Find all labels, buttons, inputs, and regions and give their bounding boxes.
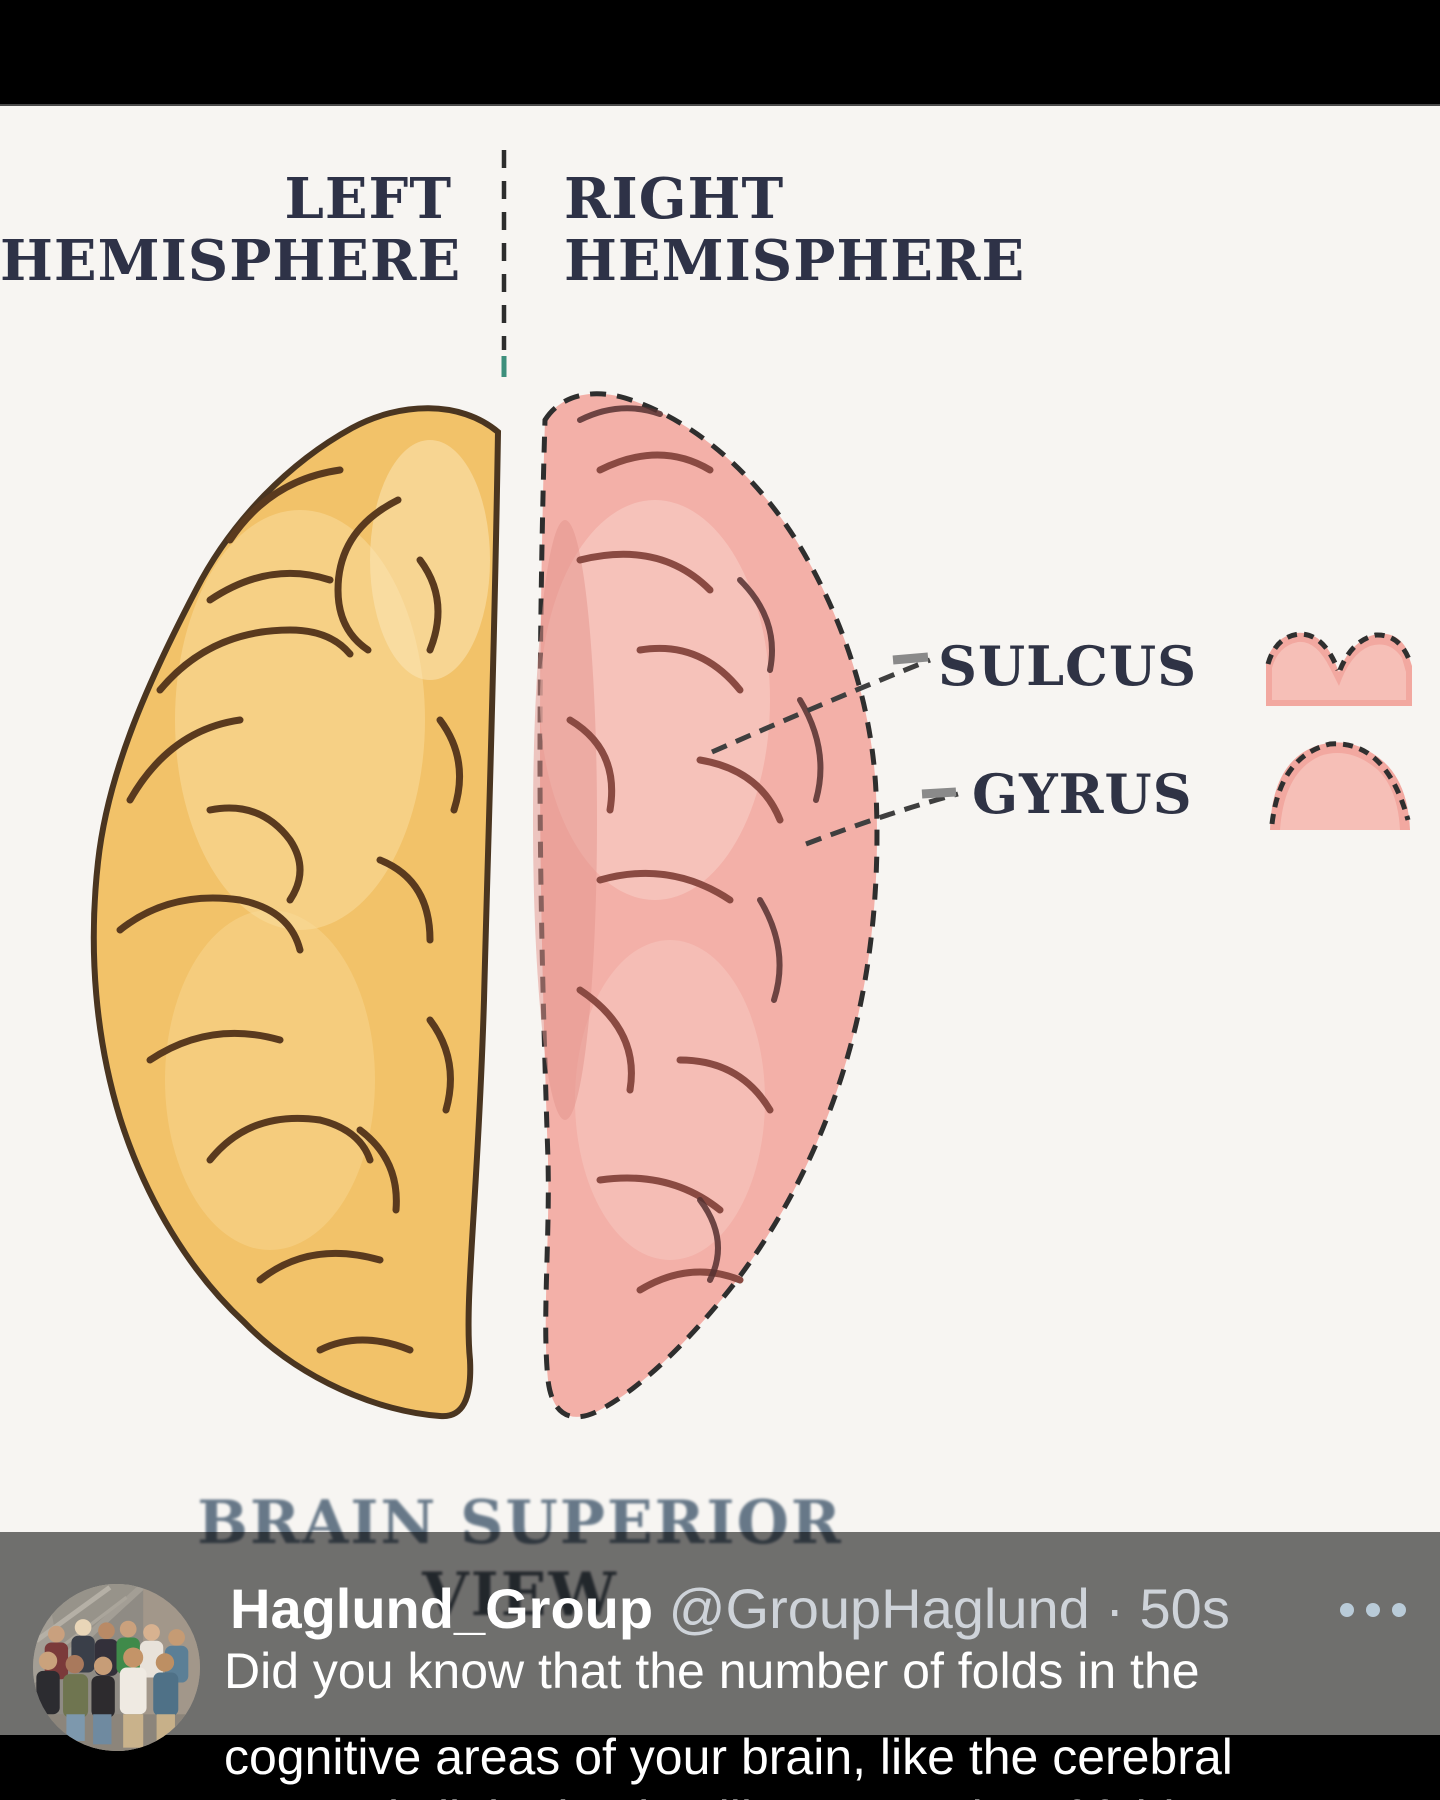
- left-hemisphere-label-line2: HEMISPHERE: [0, 228, 462, 294]
- sulcus-leader-line: [710, 652, 931, 755]
- timestamp: 50s: [1139, 1577, 1230, 1640]
- avatar[interactable]: [33, 1584, 200, 1751]
- display-name[interactable]: Haglund_Group: [230, 1577, 654, 1640]
- right-hemisphere-label-line1: RIGHT: [564, 166, 785, 232]
- sulcus-groove-icon: [1265, 631, 1413, 706]
- bottom-letterbox-bar: [0, 1735, 1440, 1800]
- right-hemisphere-shape: [533, 391, 880, 1420]
- more-options-button[interactable]: [1340, 1590, 1410, 1630]
- dot-separator: ·: [1105, 1577, 1124, 1640]
- photo-dim-scrim: [0, 1532, 1440, 1735]
- top-letterbox-bar: [0, 0, 1440, 106]
- gyrus-ridge-icon: [1269, 741, 1411, 830]
- user-handle[interactable]: @GroupHaglund: [668, 1577, 1090, 1640]
- gyrus-label: GYRUS: [972, 762, 1193, 826]
- gyrus-leader-line: [805, 787, 959, 847]
- left-hemisphere-label-line1: LEFT: [284, 166, 452, 232]
- tweet-text-line1: Did you know that the number of folds in…: [224, 1643, 1200, 1699]
- left-hemisphere-shape: [90, 405, 502, 1420]
- tweet-text-line2: cognitive areas of your brain, like the …: [224, 1729, 1233, 1785]
- more-options-icon: [1340, 1603, 1354, 1617]
- brain-diagram-illustration: [90, 150, 1413, 1420]
- right-hemisphere-label: RIGHT HEMISPHERE: [564, 168, 1124, 292]
- avatar-group-photo: [33, 1584, 200, 1751]
- tweet-overlay: Haglund_Group @GroupHaglund · 50s Did yo…: [0, 1532, 1440, 1800]
- sulcus-label: SULCUS: [938, 634, 1198, 698]
- right-hemisphere-label-line2: HEMISPHERE: [564, 228, 1026, 294]
- left-hemisphere-label: LEFT HEMISPHERE: [0, 166, 462, 294]
- tweet-byline: Haglund_Group @GroupHaglund · 50s: [230, 1576, 1330, 1642]
- tweet-text-line3-clipped: cortex, is linked to intelligence? A lot…: [224, 1790, 1440, 1800]
